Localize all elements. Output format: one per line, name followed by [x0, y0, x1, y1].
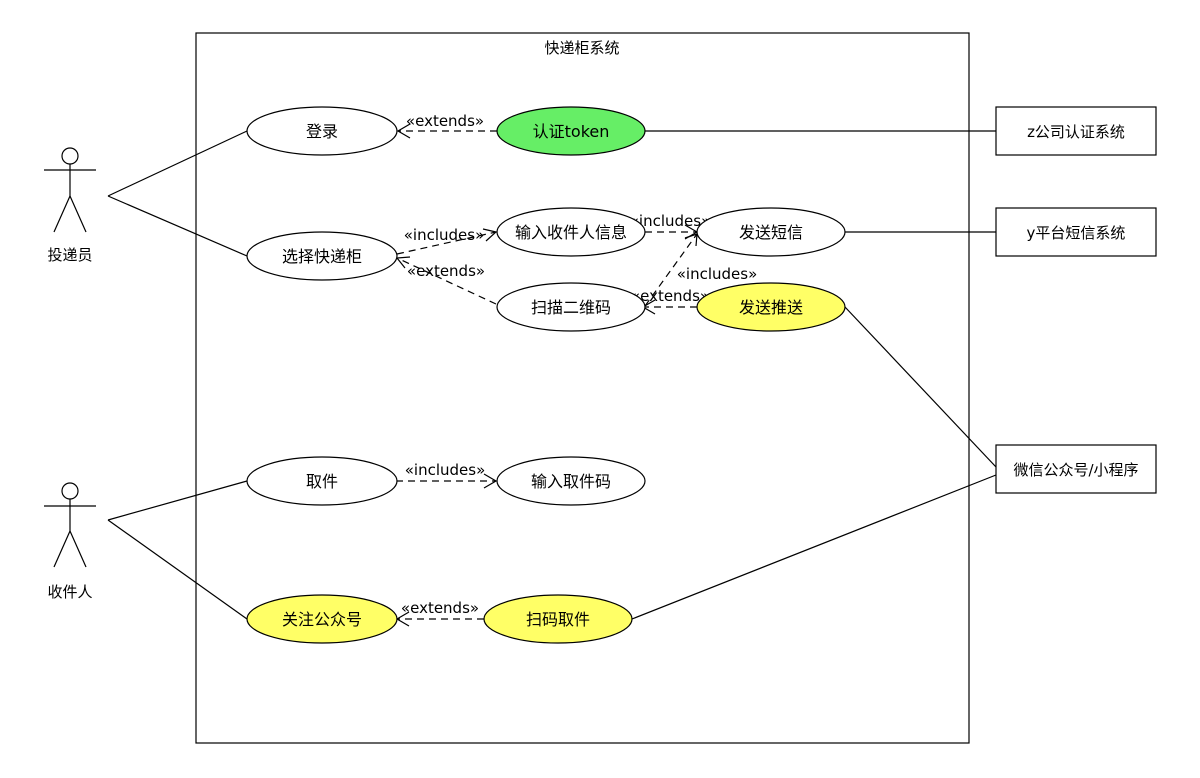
- external-y-sms-system[interactable]: y平台短信系统: [995, 207, 1157, 257]
- svg-text:扫描二维码: 扫描二维码: [531, 298, 611, 317]
- actor-recipient-label: 收件人: [47, 583, 92, 601]
- dep-scan-extends-select: «extends»: [395, 256, 497, 305]
- assoc-scanpickup-wechat: [631, 474, 997, 620]
- usecase-send-push[interactable]: 发送推送: [696, 282, 846, 332]
- system-title: 快递柜系统: [544, 39, 619, 57]
- dep-select-includes-input: «includes»: [396, 226, 498, 255]
- actor-recipient: 收件人: [44, 482, 96, 601]
- svg-text:认证token: 认证token: [533, 122, 610, 141]
- svg-text:«extends»: «extends»: [407, 262, 485, 280]
- svg-text:发送推送: 发送推送: [739, 298, 803, 317]
- svg-text:«includes»: «includes»: [677, 265, 758, 283]
- usecase-scan-qr[interactable]: 扫描二维码: [496, 282, 646, 332]
- svg-text:微信公众号/小程序: 微信公众号/小程序: [1013, 461, 1138, 479]
- svg-text:«includes»: «includes»: [630, 212, 711, 230]
- usecase-send-sms[interactable]: 发送短信: [696, 207, 846, 257]
- actor-recipient-head: [61, 482, 79, 500]
- svg-text:登录: 登录: [306, 122, 338, 141]
- assoc-push-wechat: [844, 306, 997, 468]
- usecase-scan-pickup[interactable]: 扫码取件: [483, 594, 633, 644]
- svg-text:«includes»: «includes»: [404, 226, 485, 244]
- external-z-auth-system[interactable]: z公司认证系统: [995, 106, 1157, 156]
- svg-text:发送短信: 发送短信: [739, 223, 803, 242]
- actor-courier: 投递员: [44, 147, 96, 264]
- svg-text:选择快递柜: 选择快递柜: [282, 247, 362, 266]
- dep-scanpickup-extends-follow: «extends»: [395, 599, 484, 627]
- svg-text:«extends»: «extends»: [631, 287, 709, 305]
- usecase-select-locker[interactable]: 选择快递柜: [246, 231, 398, 281]
- svg-text:«extends»: «extends»: [406, 112, 484, 130]
- usecase-input-recipient[interactable]: 输入收件人信息: [496, 207, 646, 257]
- assoc-recipient-pickup: [107, 480, 248, 521]
- assoc-courier-select: [107, 195, 248, 257]
- svg-text:«extends»: «extends»: [401, 599, 479, 617]
- assoc-courier-login: [107, 130, 248, 197]
- svg-text:输入收件人信息: 输入收件人信息: [515, 223, 627, 242]
- dep-pickup-includes-code: «includes»: [396, 461, 498, 489]
- external-wechat-system[interactable]: 微信公众号/小程序: [995, 444, 1157, 494]
- svg-text:输入取件码: 输入取件码: [531, 472, 611, 491]
- svg-text:关注公众号: 关注公众号: [282, 610, 362, 629]
- actor-courier-head: [61, 147, 79, 165]
- usecase-input-pickup-code[interactable]: 输入取件码: [496, 456, 646, 506]
- dep-token-extends-login: «extends»: [396, 112, 497, 139]
- svg-text:«includes»: «includes»: [405, 461, 486, 479]
- system-boundary: [195, 32, 970, 744]
- svg-text:取件: 取件: [306, 472, 338, 491]
- actor-courier-label: 投递员: [47, 246, 92, 264]
- usecase-auth-token[interactable]: 认证token: [496, 106, 646, 156]
- svg-text:z公司认证系统: z公司认证系统: [1027, 123, 1125, 141]
- svg-text:扫码取件: 扫码取件: [526, 610, 590, 629]
- usecase-pickup[interactable]: 取件: [246, 456, 398, 506]
- usecase-login[interactable]: 登录: [246, 106, 398, 156]
- dep-scan-includes-sms: «includes»: [644, 233, 758, 307]
- assoc-recipient-follow: [107, 519, 248, 620]
- usecase-follow-account[interactable]: 关注公众号: [246, 594, 398, 644]
- svg-text:y平台短信系统: y平台短信系统: [1027, 224, 1126, 242]
